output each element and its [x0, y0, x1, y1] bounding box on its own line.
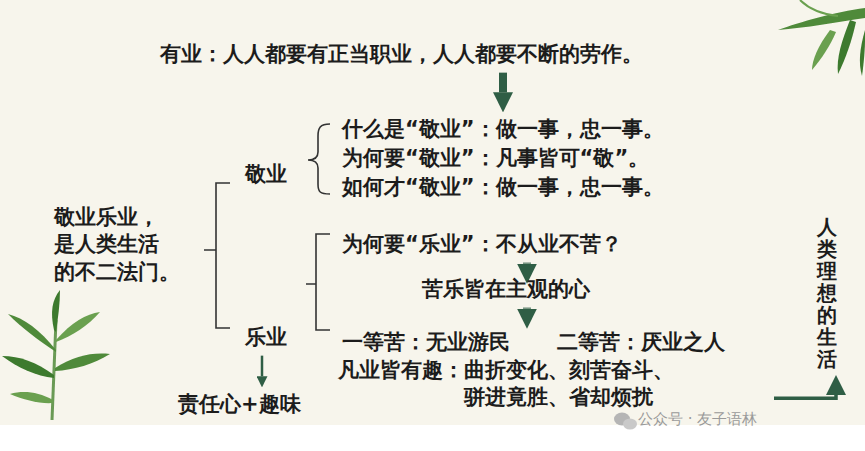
node-text: 一等苦：无业游民	[342, 329, 510, 356]
topic-text: 有业：人人都要有正当职业，人人都要不断的劳作。	[158, 40, 645, 69]
node-text: 敬业乐业， 是人类生活 的不二法门。	[54, 204, 182, 286]
point-text: 凡业皆有趣：曲折变化、刻苦奋斗、 骈进竟胜、省却烦扰	[338, 356, 768, 413]
arrow-connector	[499, 73, 507, 93]
bamboo-top-right	[778, 0, 865, 76]
node-text: 凡业皆有趣：曲折变化、刻苦奋斗、 骈进竟胜、省却烦扰	[464, 357, 766, 412]
bamboo-bottom-left	[2, 290, 110, 420]
node-text: 为何要“敬业”：凡事皆可“敬”。	[342, 145, 649, 172]
vertical-text: 人类理想的生活	[815, 215, 839, 371]
node-text: 为何要“乐业”：不从业不苦？	[342, 231, 622, 258]
summary-text: 责任心+趣味	[176, 390, 303, 419]
node-text: 苦乐皆在主观的心	[422, 276, 590, 303]
point-text: 为何要“乐业”：不从业不苦？	[340, 230, 624, 259]
branch-text: 乐业	[243, 323, 289, 352]
point-text: 为何要“敬业”：凡事皆可“敬”。	[340, 144, 651, 173]
point-text: 苦乐皆在主观的心	[420, 275, 592, 304]
bracket	[204, 124, 330, 330]
watermark: 公众号 · 友子语林	[638, 410, 757, 429]
arrow-connector	[774, 395, 836, 398]
arrow-connector	[523, 308, 531, 309]
node-text: 什么是“敬业”：做一事，忠一事。	[342, 116, 664, 143]
node-text: 如何才“敬业”：做一事，忠一事。	[342, 174, 664, 201]
node-text: 二等苦：厌业之人	[557, 329, 725, 356]
point-text: 二等苦：厌业之人	[555, 328, 727, 357]
branch-text: 敬业	[243, 160, 289, 189]
wechat-icon	[614, 413, 637, 430]
root-text: 敬业乐业， 是人类生活 的不二法门。	[52, 203, 184, 287]
node-text: 敬业	[245, 161, 287, 188]
point-text: 什么是“敬业”：做一事，忠一事。	[340, 115, 666, 144]
node-text: 责任心+趣味	[178, 391, 301, 418]
point-text: 如何才“敬业”：做一事，忠一事。	[340, 173, 666, 202]
bottom-strip	[0, 425, 865, 451]
arrow-connector	[523, 263, 531, 264]
node-text: 有业：人人都要有正当职业，人人都要不断的劳作。	[160, 41, 643, 68]
node-text: 人类理想的生活	[817, 216, 837, 370]
point-text: 一等苦：无业游民	[340, 328, 512, 357]
arrow-connector	[261, 356, 264, 377]
node-text: 乐业	[245, 324, 287, 351]
